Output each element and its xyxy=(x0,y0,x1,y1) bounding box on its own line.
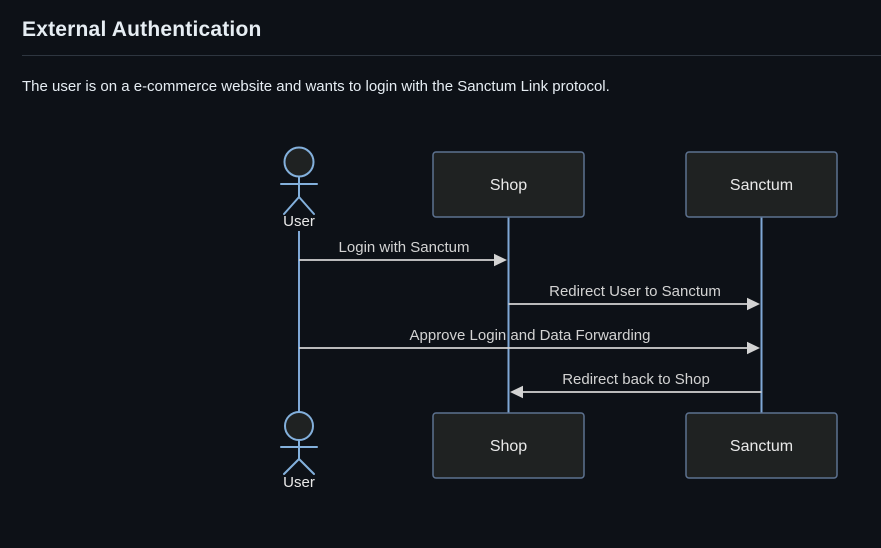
arrowhead-right-icon xyxy=(747,297,760,311)
participant-shop-bottom: Shop xyxy=(432,412,585,479)
message-redirect-user-to-sanctum: Redirect User to Sanctum xyxy=(508,283,760,311)
message-label: Login with Sanctum xyxy=(339,239,470,256)
page-description: The user is on a e-commerce website and … xyxy=(22,78,610,95)
arrowhead-left-icon xyxy=(510,385,523,399)
message-redirect-back-to-shop: Redirect back to Shop xyxy=(510,371,762,399)
actor-user-head-icon xyxy=(284,411,314,441)
participant-sanctum-label: Sanctum xyxy=(730,177,793,194)
message-label: Redirect User to Sanctum xyxy=(549,283,721,300)
actor-user-bottom: User xyxy=(280,411,318,491)
arrowhead-right-icon xyxy=(494,253,507,267)
actor-user-head-icon xyxy=(283,146,315,178)
participant-sanctum-top: Sanctum xyxy=(685,151,838,218)
actor-user-label: User xyxy=(283,213,315,230)
participant-shop-label: Shop xyxy=(490,177,527,194)
participant-sanctum-label: Sanctum xyxy=(730,438,793,455)
message-label: Redirect back to Shop xyxy=(562,371,710,388)
message-approve-login-and-data-forwarding: Approve Login and Data Forwarding xyxy=(299,327,760,355)
title-divider xyxy=(22,55,881,56)
actor-user-top: User xyxy=(280,146,318,230)
doc-header: External Authentication xyxy=(22,18,881,42)
participant-sanctum-bottom: Sanctum xyxy=(685,412,838,479)
message-label: Approve Login and Data Forwarding xyxy=(410,327,651,344)
message-login-with-sanctum: Login with Sanctum xyxy=(299,239,507,267)
actor-user-label: User xyxy=(283,474,315,491)
arrowhead-right-icon xyxy=(747,341,760,355)
participant-shop-label: Shop xyxy=(490,438,527,455)
participant-shop-top: Shop xyxy=(432,151,585,218)
page-title: External Authentication xyxy=(22,18,262,41)
